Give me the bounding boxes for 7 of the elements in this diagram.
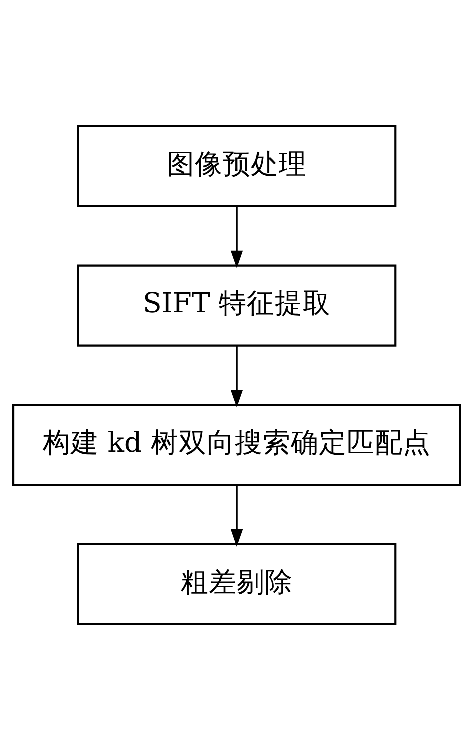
node-box: 粗差剔除 [77,543,397,626]
arrow [230,206,244,268]
node-box: 构建 kd 树双向搜索确定匹配点 [12,404,462,486]
arrow [230,485,244,547]
node-box: SIFT 特征提取 [77,264,397,347]
node-box: 图像预处理 [77,125,397,208]
arrow [230,346,244,408]
